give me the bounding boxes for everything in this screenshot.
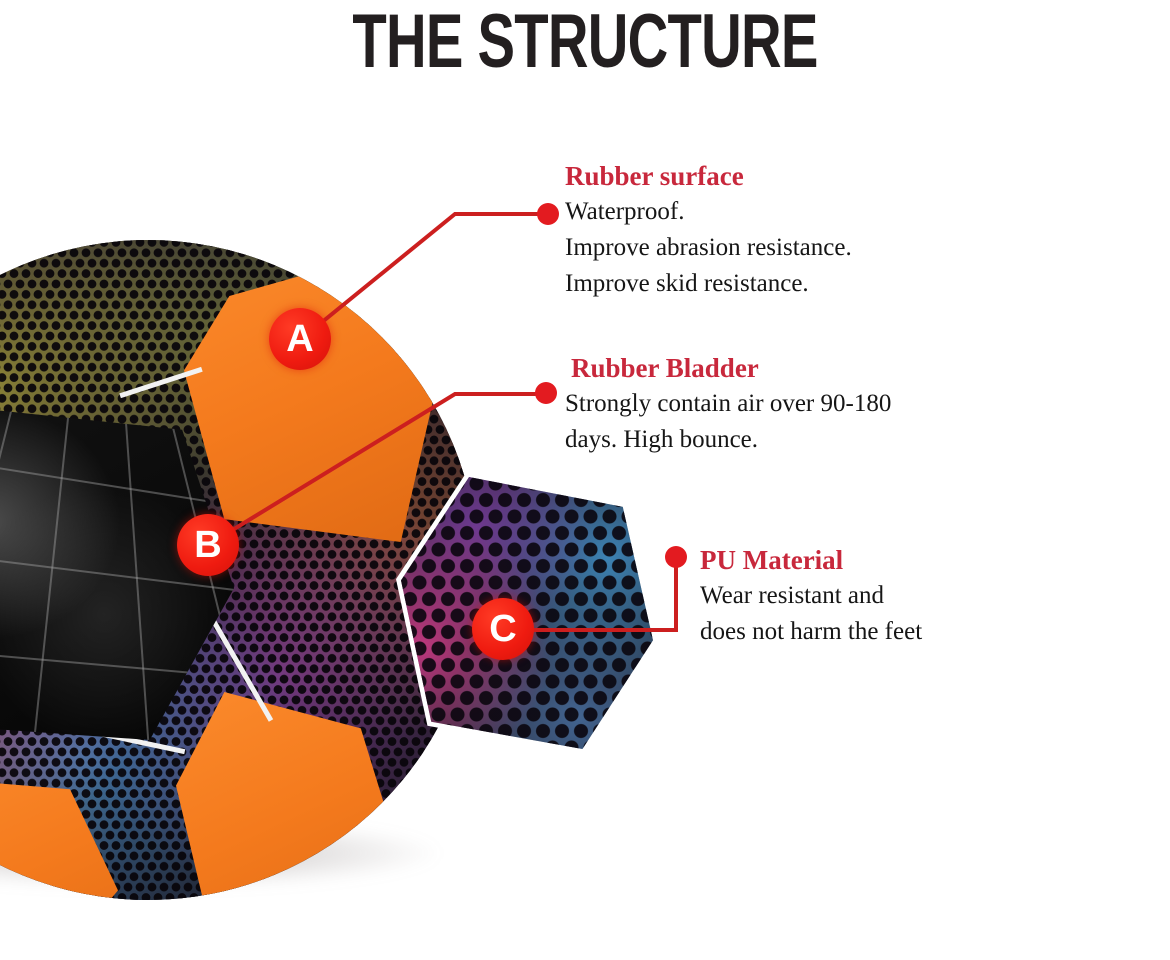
callout-rubber-bladder: Rubber Bladder Strongly contain air over… bbox=[565, 352, 985, 458]
pu-material-detail-hexagon bbox=[396, 472, 658, 754]
callout-pu-material: PU Material Wear resistant and does not … bbox=[700, 544, 1100, 650]
callout-b-heading: Rubber Bladder bbox=[571, 353, 759, 383]
leader-line-b bbox=[205, 392, 540, 548]
product-illustration bbox=[0, 240, 478, 920]
callout-a-body: Waterproof. Improve abrasion resistance.… bbox=[565, 198, 852, 297]
callout-c-heading: PU Material bbox=[700, 545, 844, 575]
leader-dot-c bbox=[665, 546, 687, 568]
leader-dot-b bbox=[535, 382, 557, 404]
marker-c-label: C bbox=[489, 607, 517, 650]
callout-b-body: Strongly contain air over 90-180 days. H… bbox=[565, 390, 892, 453]
leader-line-c bbox=[501, 564, 678, 632]
marker-a[interactable]: A bbox=[269, 308, 331, 370]
page-title: THE STRUCTURE bbox=[352, 0, 818, 84]
marker-b-label: B bbox=[194, 523, 222, 566]
leader-dot-a bbox=[537, 203, 559, 225]
orange-panel-top bbox=[184, 256, 436, 542]
callout-c-body: Wear resistant and does not harm the fee… bbox=[700, 582, 923, 645]
marker-a-label: A bbox=[286, 317, 314, 360]
marker-b[interactable]: B bbox=[177, 514, 239, 576]
callout-rubber-surface: Rubber surface Waterproof. Improve abras… bbox=[565, 160, 985, 302]
marker-c[interactable]: C bbox=[472, 598, 534, 660]
soccer-ball bbox=[0, 240, 478, 900]
leader-line-a bbox=[297, 212, 543, 343]
callout-a-heading: Rubber surface bbox=[565, 161, 744, 191]
